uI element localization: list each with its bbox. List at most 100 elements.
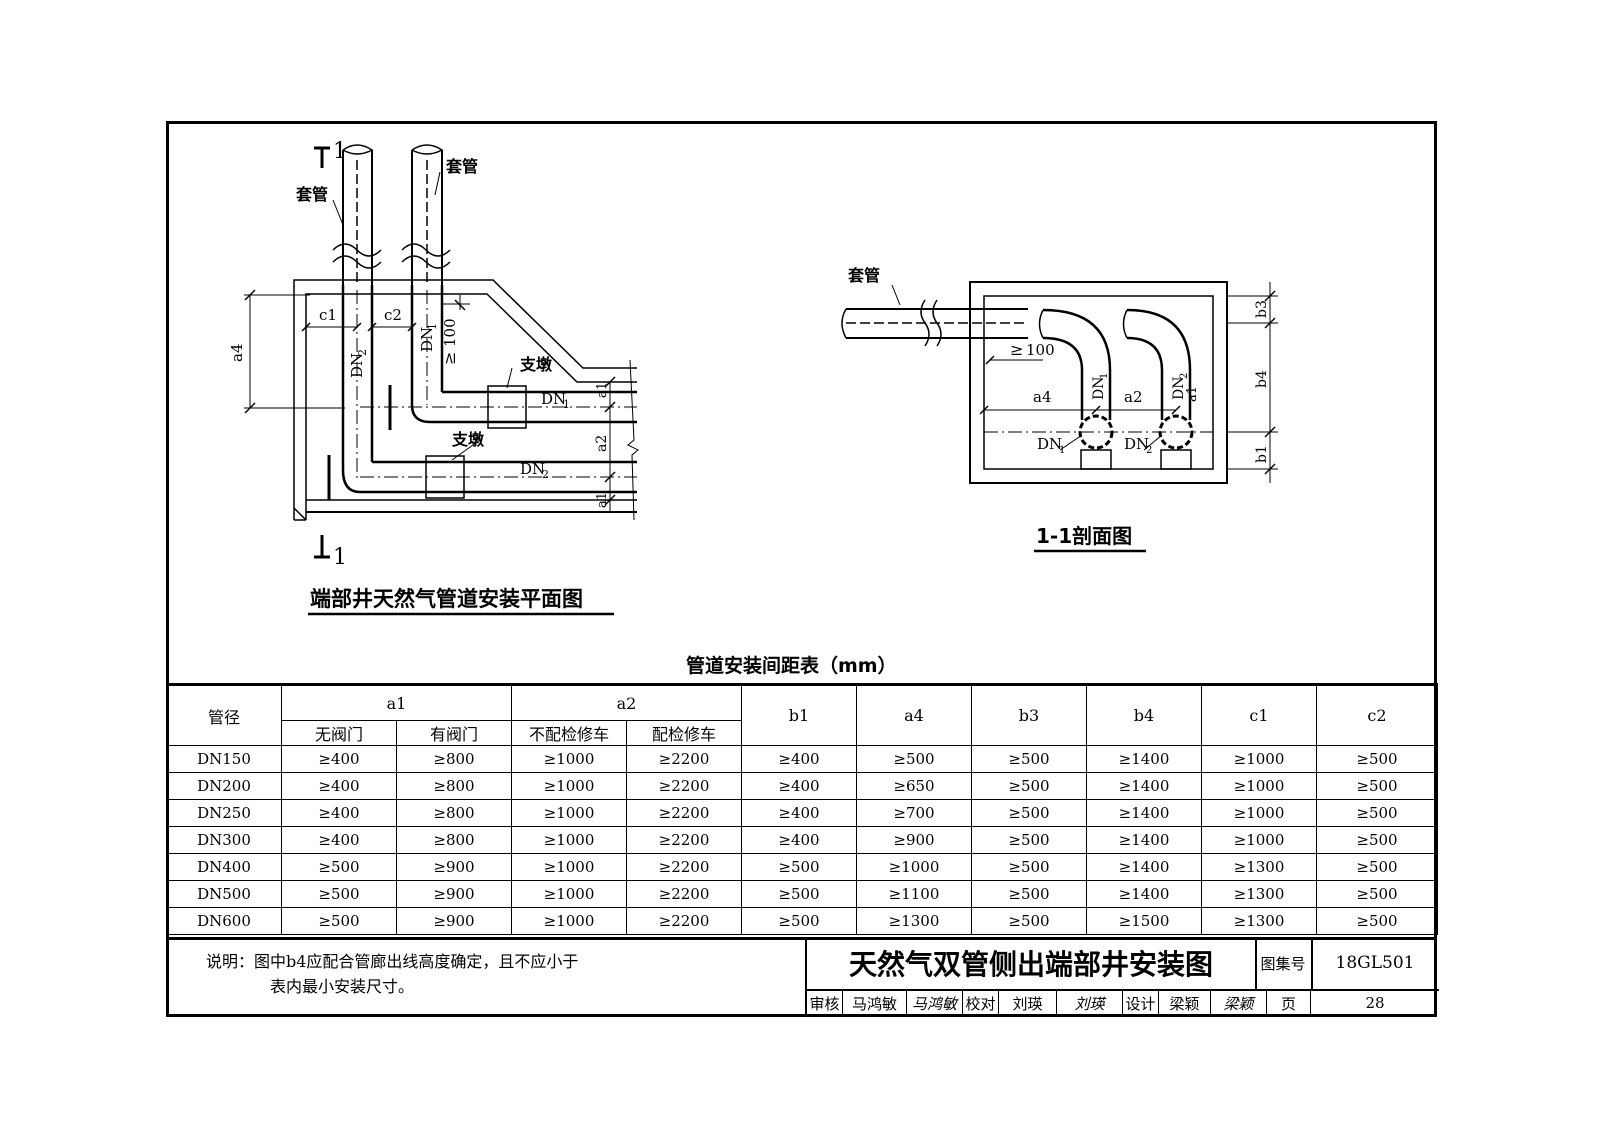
plan-chamber-wall bbox=[293, 279, 637, 520]
pipe-dn1-vertical bbox=[410, 285, 442, 424]
review-label: 审核 bbox=[807, 989, 843, 1017]
table-cell: ≥2200 bbox=[626, 880, 742, 908]
label-dn1-vertical: DN bbox=[418, 327, 436, 352]
section-label-dn2-vertical-sub: 2 bbox=[1179, 373, 1190, 379]
table-cell: ≥500 bbox=[971, 826, 1087, 854]
table-cell: ≥400 bbox=[281, 799, 397, 827]
table-cell: ≥500 bbox=[1316, 772, 1438, 800]
header-a2-with-cart: 配检修车 bbox=[626, 720, 742, 746]
section-label-100: 100 bbox=[1026, 341, 1055, 359]
reviewer-signature: 马鸿敏 bbox=[907, 989, 963, 1017]
table-cell: ≥400 bbox=[281, 745, 397, 773]
table-cell: ≥500 bbox=[741, 853, 857, 881]
pipe-dn2-horizontal bbox=[372, 460, 637, 494]
dim-a1-bottom: a1 bbox=[595, 492, 610, 508]
page-label: 页 bbox=[1267, 989, 1311, 1017]
page-number: 28 bbox=[1365, 994, 1385, 1012]
table-cell: ≥400 bbox=[281, 826, 397, 854]
title-block: 说明：图中b4应配合管廊出线高度确定，且不应小于 表内最小安装尺寸。 天然气双管… bbox=[166, 937, 1439, 1017]
table-cell: ≥500 bbox=[1316, 880, 1438, 908]
table-cell: ≥1400 bbox=[1086, 745, 1202, 773]
table-cell: ≥1000 bbox=[856, 853, 972, 881]
section-label-dn2-sub: 2 bbox=[1146, 445, 1152, 456]
table-cell: ≥1000 bbox=[511, 907, 627, 935]
table-cell: ≥500 bbox=[1316, 907, 1438, 935]
section-label-a2: a2 bbox=[1124, 388, 1143, 406]
plan-view: 1 1 套管 套管 支墩 支墩 DN 2 DN 1 DN 1 DN 2 a4 c… bbox=[228, 139, 1278, 677]
section-label-sleeve: 套管 bbox=[847, 266, 880, 285]
table-cell: ≥1300 bbox=[1201, 853, 1317, 881]
row-diameter: DN200 bbox=[166, 772, 282, 800]
label-dn1-horizontal-sub: 1 bbox=[563, 398, 570, 411]
table-cell: ≥1000 bbox=[511, 745, 627, 773]
table-cell: ≥2200 bbox=[626, 745, 742, 773]
header-diameter: 管径 bbox=[166, 683, 282, 746]
table-cell: ≥700 bbox=[856, 799, 972, 827]
table-cell: ≥500 bbox=[856, 745, 972, 773]
title-block-grid: 天然气双管侧出端部井安装图 图集号 18GL501 审核 马鸿敏 马鸿敏 校对 … bbox=[805, 937, 1439, 1017]
header-a4: a4 bbox=[856, 683, 972, 746]
table-cell: ≥400 bbox=[741, 826, 857, 854]
header-a1-no-valve: 无阀门 bbox=[281, 720, 397, 746]
row-diameter: DN300 bbox=[166, 826, 282, 854]
spacing-table: 管径 a1 a2 b1 a4 b3 b4 c1 c2 无阀门 有阀门 不配检修车… bbox=[166, 683, 1438, 935]
atlas-label: 图集号 bbox=[1255, 937, 1313, 991]
header-a2-no-cart: 不配检修车 bbox=[511, 720, 627, 746]
table-cell: ≥400 bbox=[741, 772, 857, 800]
table-title: 管道安装间距表（mm） bbox=[686, 654, 897, 677]
label-support-top: 支墩 bbox=[519, 355, 553, 374]
check-label: 校对 bbox=[963, 989, 999, 1017]
table-cell: ≥1000 bbox=[1201, 826, 1317, 854]
dim-ge: ≥ bbox=[440, 352, 459, 365]
dim-c2: c2 bbox=[384, 306, 402, 324]
designer-signature: 梁颖 bbox=[1211, 989, 1267, 1017]
table-cell: ≥1300 bbox=[1201, 880, 1317, 908]
sleeve-right bbox=[411, 150, 443, 285]
table-cell: ≥900 bbox=[856, 826, 972, 854]
table-cell: ≥400 bbox=[741, 745, 857, 773]
table-cell: ≥500 bbox=[971, 799, 1087, 827]
table-cell: ≥500 bbox=[1316, 745, 1438, 773]
note-line-1: 说明：图中b4应配合管廊出线高度确定，且不应小于 bbox=[206, 952, 579, 971]
table-cell: ≥900 bbox=[396, 880, 512, 908]
table-cell: ≥1400 bbox=[1086, 826, 1202, 854]
row-diameter: DN150 bbox=[166, 745, 282, 773]
table-row: DN500≥500≥900≥1000≥2200≥500≥1100≥500≥140… bbox=[166, 880, 1438, 908]
table-cell: ≥2200 bbox=[626, 907, 742, 935]
section-label-a4: a4 bbox=[1033, 388, 1052, 406]
plan-chamber-inner bbox=[305, 293, 637, 520]
table-cell: ≥1000 bbox=[511, 880, 627, 908]
table-cell: ≥500 bbox=[971, 853, 1087, 881]
table-cell: ≥500 bbox=[971, 772, 1087, 800]
section-label-dn1: DN bbox=[1037, 435, 1062, 453]
table-row: DN300≥400≥800≥1000≥2200≥400≥900≥500≥1400… bbox=[166, 826, 1438, 854]
table-cell: ≥1100 bbox=[856, 880, 972, 908]
header-c2: c2 bbox=[1316, 683, 1438, 746]
section-support-dn1 bbox=[1080, 449, 1112, 470]
label-support-bottom: 支墩 bbox=[451, 430, 485, 449]
checker-name: 刘瑛 bbox=[999, 989, 1057, 1017]
table-cell: ≥500 bbox=[741, 907, 857, 935]
table-cell: ≥1000 bbox=[1201, 745, 1317, 773]
label-sleeve-left: 套管 bbox=[295, 185, 328, 204]
label-dn2-vertical: DN bbox=[348, 353, 366, 378]
section-label-b3: b3 bbox=[1254, 300, 1270, 318]
section-support-dn2 bbox=[1160, 449, 1192, 470]
label-dn2-horizontal: DN bbox=[520, 460, 545, 478]
table-cell: ≥800 bbox=[396, 799, 512, 827]
table-cell: ≥1500 bbox=[1086, 907, 1202, 935]
sleeve-left bbox=[342, 150, 373, 285]
table-cell: ≥500 bbox=[281, 907, 397, 935]
pipe-dn1-horizontal bbox=[442, 390, 637, 424]
section-view bbox=[841, 281, 1278, 484]
table-cell: ≥1000 bbox=[1201, 772, 1317, 800]
signature-row: 审核 马鸿敏 马鸿敏 校对 刘瑛 刘瑛 设计 梁颖 梁颖 页 28 bbox=[807, 989, 1439, 1017]
label-dn2-horizontal-sub: 2 bbox=[542, 468, 549, 481]
table-cell: ≥1000 bbox=[511, 772, 627, 800]
header-b3: b3 bbox=[971, 683, 1087, 746]
section-label-dn1-sub: 1 bbox=[1059, 445, 1065, 456]
section-label-dn2: DN bbox=[1124, 435, 1149, 453]
header-a1-with-valve: 有阀门 bbox=[396, 720, 512, 746]
label-dn1-horizontal: DN bbox=[541, 390, 566, 408]
